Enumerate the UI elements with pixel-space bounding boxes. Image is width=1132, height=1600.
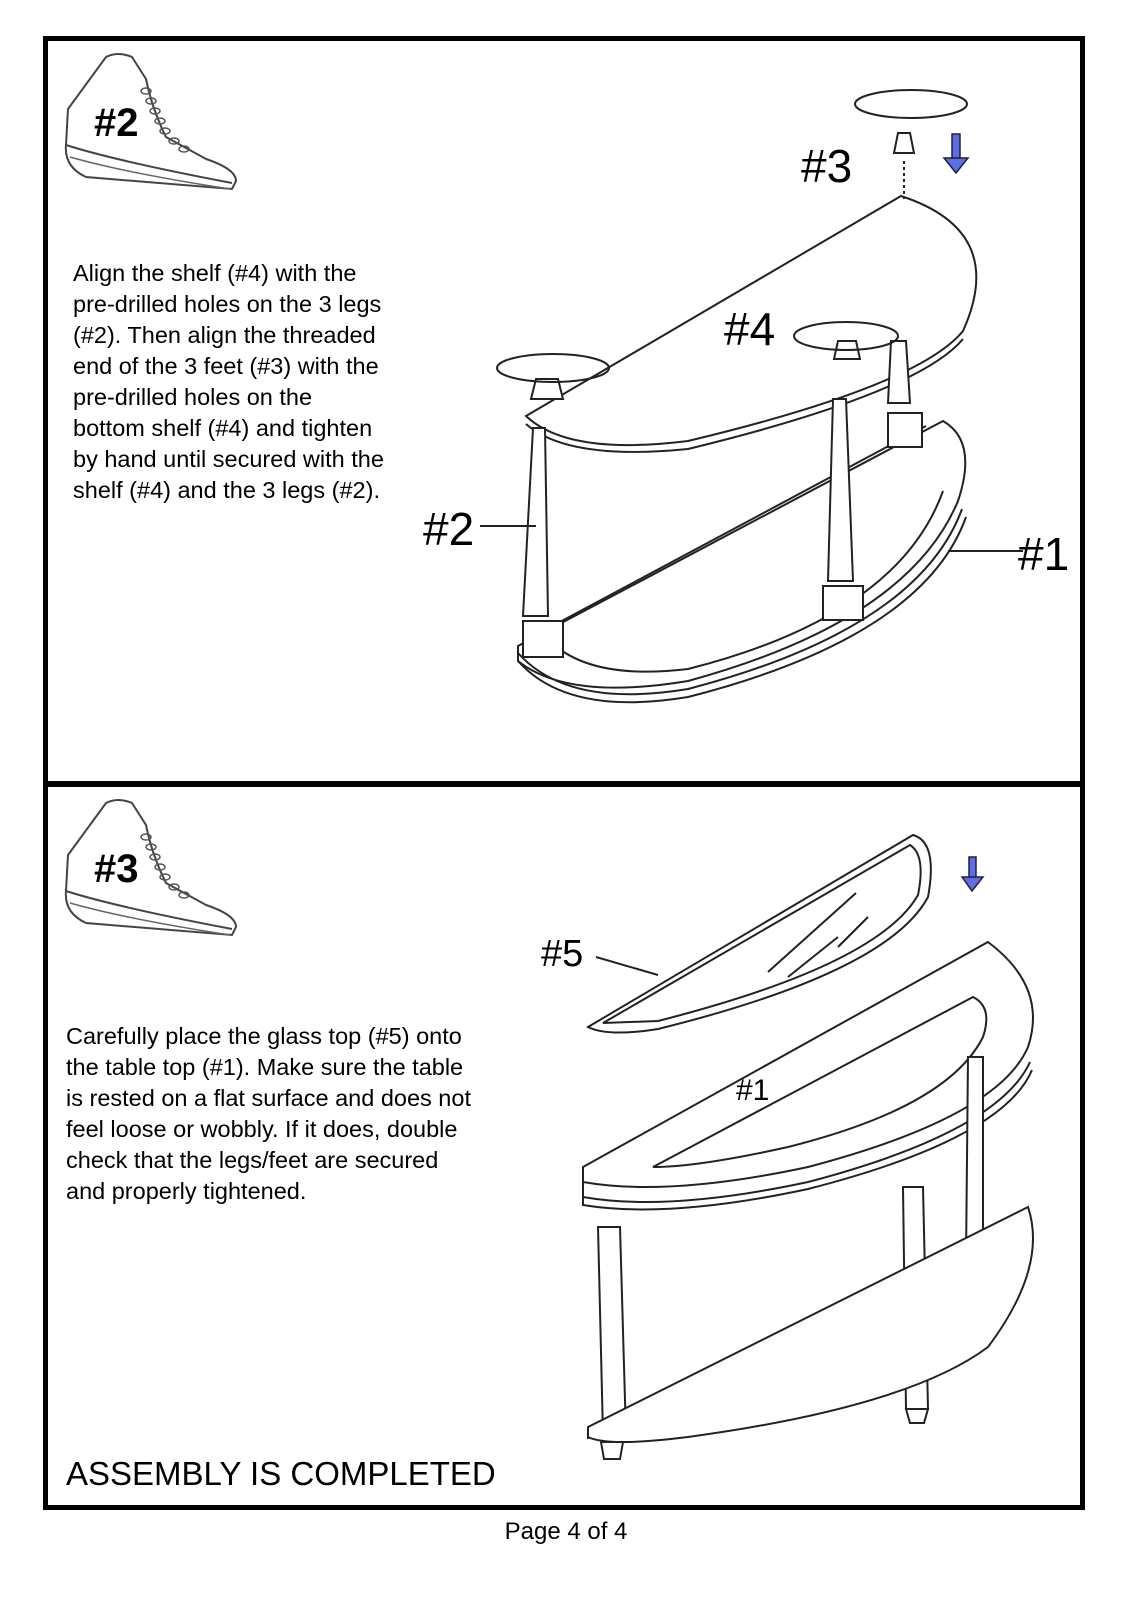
step-badge-label: #3 <box>94 847 139 891</box>
sneaker-icon <box>64 53 238 191</box>
callout-table-top: #1 <box>736 1074 770 1107</box>
step-badge: #2 <box>56 49 241 199</box>
glass-top-assembly-figure <box>582 833 1034 1460</box>
callout-glass-top: #5 <box>541 933 584 975</box>
step-badge: #3 <box>56 795 241 945</box>
step-panel-glass-top: #3 Carefully place the glass top (#5) on… <box>43 782 1085 1510</box>
sneaker-icon <box>64 799 238 937</box>
step-instruction: Align the shelf (#4) with the pre-drille… <box>73 260 384 503</box>
callout-shelf: #4 <box>724 303 776 355</box>
shelf-assembly-figure <box>480 89 1023 704</box>
callout-feet: #3 <box>801 140 853 192</box>
callout-legs: #2 <box>423 503 475 555</box>
step-instruction: Carefully place the glass top (#5) onto … <box>66 1023 471 1204</box>
down-arrow-icon <box>942 133 970 175</box>
callout-table-top: #1 <box>1018 528 1070 580</box>
page-number: Page 4 of 4 <box>504 1518 628 1545</box>
down-arrow-icon <box>960 856 985 893</box>
step-panel-shelf: #2 Align the shelf (#4) with the pre-dri… <box>43 36 1085 786</box>
assembly-completed-label: ASSEMBLY IS COMPLETED <box>66 1455 496 1492</box>
step-badge-label: #2 <box>94 101 139 145</box>
